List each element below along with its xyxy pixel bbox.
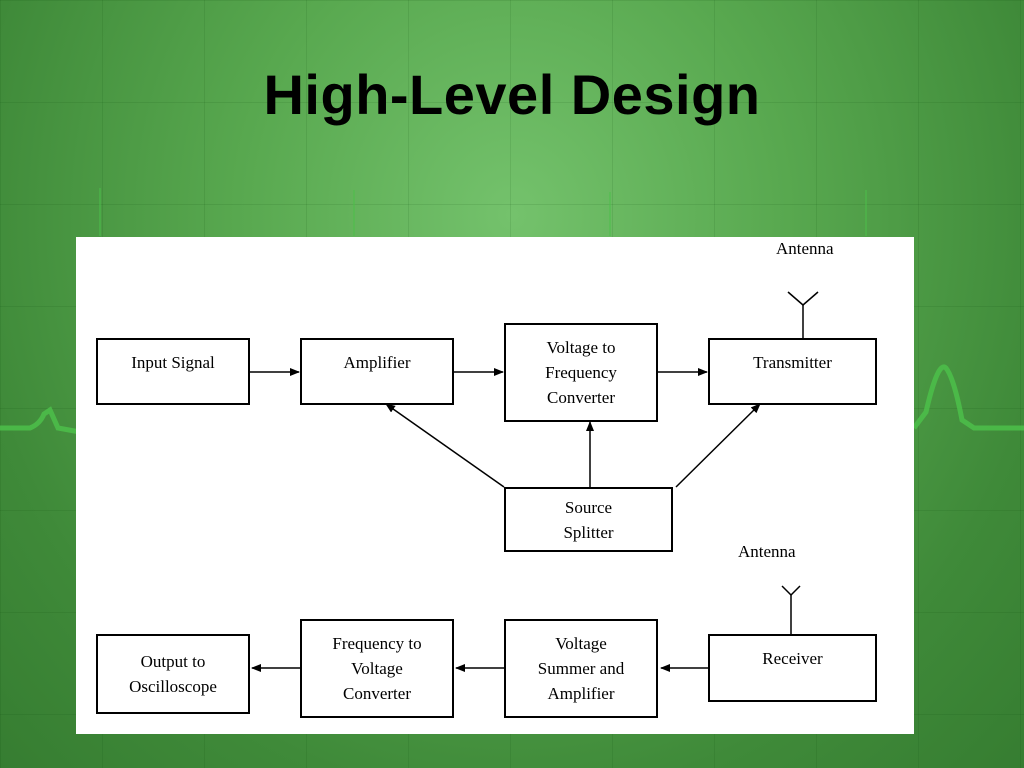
block-splitter-line-1: Source xyxy=(564,497,613,517)
block-splitter-line-2: Splitter xyxy=(563,522,614,542)
block-input-signal-label: Input Signal xyxy=(131,353,215,372)
block-f2v-line-2: Voltage xyxy=(351,659,403,678)
block-input-signal: Input Signal xyxy=(96,338,250,405)
block-source-splitter: Source Splitter xyxy=(504,487,673,552)
block-amplifier: Amplifier xyxy=(300,338,454,405)
block-summer-line-2: Summer and xyxy=(537,659,625,678)
block-output-line-1: Output to xyxy=(140,652,206,671)
antenna-label-top: Antenna xyxy=(776,239,834,258)
antenna-icon-top xyxy=(787,291,819,339)
arrow-splitter-to-transmitter xyxy=(675,403,761,488)
block-summer-line-1: Voltage xyxy=(555,634,607,653)
block-receiver-label: Receiver xyxy=(762,649,823,668)
block-v2f-line-3: Converter xyxy=(547,388,615,407)
block-v2f-line-2: Frequency xyxy=(545,363,617,382)
slide-title: High-Level Design xyxy=(263,63,761,126)
arrow-splitter-to-amplifier xyxy=(385,403,505,488)
block-v2f-line-1: Voltage to xyxy=(546,338,616,357)
block-transmitter-label: Transmitter xyxy=(753,353,832,372)
block-voltage-to-frequency-converter: Voltage to Frequency Converter xyxy=(504,323,658,422)
block-output-line-2: Oscilloscope xyxy=(129,677,217,696)
antenna-icon-bottom xyxy=(781,585,801,634)
block-receiver: Receiver xyxy=(708,634,877,702)
diagram-connectors xyxy=(250,291,819,672)
block-output-to-oscilloscope: Output to Oscilloscope xyxy=(96,634,250,714)
block-summer-line-3: Amplifier xyxy=(547,684,615,703)
antenna-label-bottom: Antenna xyxy=(738,542,796,561)
block-transmitter: Transmitter xyxy=(708,338,877,405)
block-diagram: Antenna Antenna Input Signal Amplifier V… xyxy=(76,237,914,734)
block-amplifier-label: Amplifier xyxy=(343,353,411,372)
block-f2v-line-1: Frequency to xyxy=(332,634,422,653)
block-f2v-line-3: Converter xyxy=(343,684,411,703)
block-voltage-summer-and-amplifier: Voltage Summer and Amplifier xyxy=(504,619,658,718)
block-frequency-to-voltage-converter: Frequency to Voltage Converter xyxy=(300,619,454,718)
